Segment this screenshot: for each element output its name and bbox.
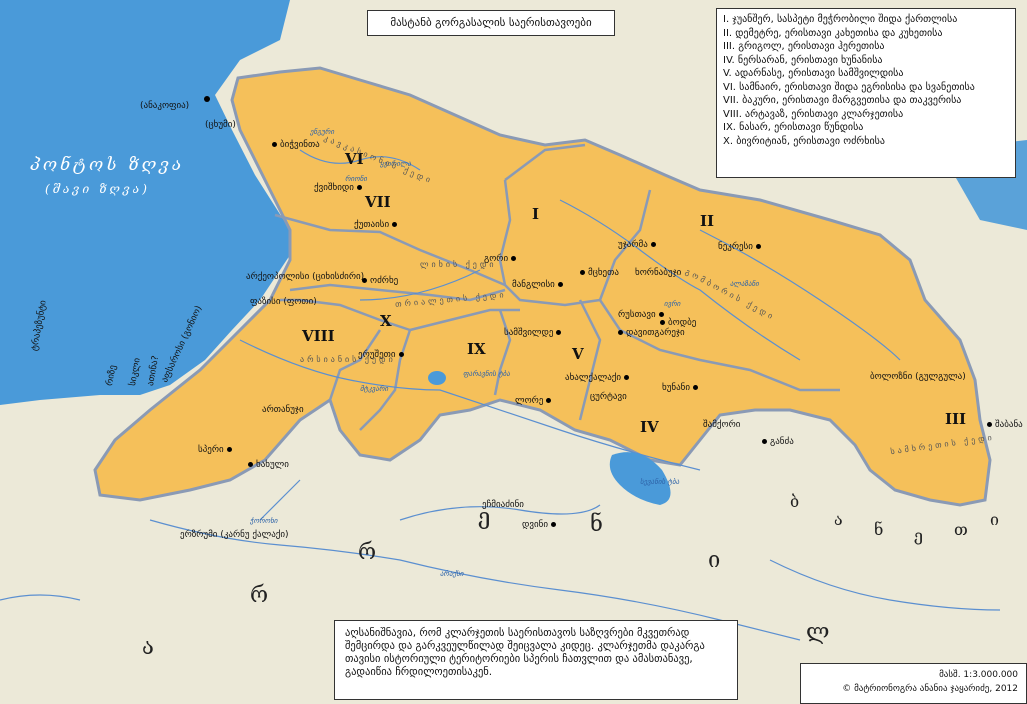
city-samshvilde: სამშვილდე (504, 328, 561, 338)
note-box: აღსანიშნავია, რომ კლარჯეთის საერისთავოს … (334, 620, 738, 700)
city-akhalkalaki: ახალქალაქი (565, 373, 629, 383)
city-rustavi: რუსთავი (618, 310, 664, 320)
city-kheresi: ხორნაბუჯი (635, 268, 682, 278)
city-shamkori: შამქორი (703, 420, 741, 430)
region-numeral-10: X (380, 312, 392, 330)
legend-item: III. გრიგოლ, ერისთავი ჰერეთისა (723, 41, 885, 52)
legend-item: V. ადარნასე, ერისთავი სამშვილდისა (723, 68, 904, 79)
land-letter: ლ (806, 620, 830, 645)
city-davitgareja: დავითგარეჯი (618, 328, 685, 338)
city-artanuji: ართანუჯი (262, 405, 304, 415)
legend-item: VII. ბაკური, ერისთავი მარგვეთისა და თაკვ… (723, 95, 962, 106)
land-letter: რ (250, 583, 269, 608)
region-numeral-3: III (945, 410, 967, 428)
city-echmiadzin: ეჩმიაძინი (482, 500, 524, 510)
lake-paravani (428, 371, 446, 385)
lake-sevan-label: სევანის ტბა (640, 478, 680, 486)
river-iori-label: ივრი (664, 300, 681, 308)
city-gori: გორი (484, 254, 516, 264)
land-letter: თ (954, 520, 968, 539)
lake-sevan (609, 452, 671, 505)
city-ujarma: უჯარმა (618, 240, 656, 250)
land-letter: ნ (590, 512, 603, 537)
city-erzurum: ერზრუმი (კარნუ ქალაქი) (180, 530, 289, 540)
mountain-likhi: ლიხის ქედი (420, 260, 497, 269)
land-letter: რ (358, 540, 377, 565)
river-mtkvari-label: მტკვარი (360, 385, 389, 393)
region-numeral-2: II (700, 212, 715, 230)
legend-item: X. ბივრიტიან, ერისთავი ოძრხისა (723, 135, 885, 147)
land-letter: ე (914, 526, 923, 545)
copyright-label: © მატრიონოგრა ანანია ჯაყარიძე, 2012 (842, 684, 1018, 694)
city-bichvinta: ბიჭვინთა (272, 140, 320, 150)
land-letter: ი (990, 510, 999, 529)
black-sea (0, 0, 290, 405)
city-khunani: ხუნანი (662, 383, 698, 393)
city-tskhumi: (ცხუმი) (205, 120, 236, 130)
legend-item: VI. სამნაირ, ერისთავი შიდა ეგრისისა და ს… (723, 81, 975, 93)
city-speri: სპერი (198, 445, 232, 455)
region-numeral-4: IV (640, 418, 659, 436)
city-lore: ლორე (515, 396, 551, 406)
city-erusheti: ერუშეთი (358, 350, 404, 360)
land-letter: ნ (874, 520, 884, 539)
river-rioni-label: რიონი (345, 175, 367, 183)
legend-item: IX. ნასარ, ერისთავი წუნდისა (723, 122, 864, 133)
lake-paravani-label: ფარავნის ტბა (463, 370, 510, 378)
region-numeral-1: I (532, 205, 540, 223)
mountain-arsiani: არსიანის ქედი (300, 355, 396, 364)
city-anakopia: (ანაკოფია) (140, 101, 190, 111)
river-chorokhi-label: ჭოროხი (250, 517, 278, 525)
scale-box: მასშ. 1:3.000.000 © მატრიონოგრა ანანია ჯ… (800, 663, 1027, 704)
land-letter: ბ (790, 492, 800, 511)
legend-box: I. ჯუანშერ, სასპეტი მეჭრობილი შიდა ქართლ… (716, 8, 1016, 178)
land-letter: ა (142, 635, 154, 660)
scale-label: მასშ. 1:3.000.000 (939, 670, 1018, 680)
rivers (0, 149, 1001, 641)
city-anakopia-dot (204, 96, 210, 102)
river-enguri-label: ენგური (310, 128, 335, 136)
legend-item: II. დემეტრე, ერისთავი კახეთისა და კუხეთი… (723, 27, 943, 39)
city-dvini: დვინი (522, 520, 556, 530)
city-nekresi: ნეკრესი (718, 242, 761, 252)
city-kapadokia: ბოლოზნი (გულგულა) (870, 372, 966, 382)
legend-item: I. ჯუანშერ, სასპეტი მეჭრობილი შიდა ქართლ… (723, 14, 958, 25)
city-okhvira: ოძრხე (362, 276, 398, 286)
region-numeral-7: VII (365, 193, 391, 211)
city-archaeopolis: არქეოპოლისი (ციხისძირი) (246, 272, 365, 282)
city-shabiskhevi: შაბანა (987, 420, 1023, 430)
city-ganja: განძა (762, 437, 794, 447)
land-letter: ი (708, 548, 721, 573)
river-alazani-label: ალაზანი (730, 280, 759, 288)
river-kvirila-label: ყვირილა (380, 160, 412, 168)
legend-item: IV. ნერსარან, ერისთავი ხუნანისა (723, 54, 883, 66)
region-numeral-5: V (572, 345, 584, 363)
city-tao-khakhuli: ხახული (248, 460, 289, 470)
city-phasis: ფაზისი (ფოთი) (250, 297, 317, 307)
sea-subname: (შავი ზღვა) (45, 182, 150, 196)
legend-item: VIII. არტავაზ, ერისთავი კლარჯეთისა (723, 108, 904, 120)
map-title: მასტანბ გორგასალის საერისთავოები (367, 10, 615, 36)
sea-name: პონტოს ზღვა (30, 155, 185, 175)
city-mtskheta: მცხეთა (580, 268, 619, 278)
city-manglisi: მანგლისი (512, 280, 563, 290)
land-letter: ა (834, 510, 843, 529)
city-tsurtavi: ცურტავი (590, 392, 627, 402)
region-numeral-9: IX (467, 340, 486, 358)
river-araks-label: არაქსი (440, 570, 464, 578)
land-letter: ე (478, 505, 491, 530)
city-kutatisi: ქუთაისი (354, 220, 397, 230)
region-numeral-6: VI (345, 150, 364, 168)
city-kvishkhiri: ქვიშხიდი (314, 183, 362, 193)
region-numeral-8: VIII (302, 327, 335, 345)
city-bodbe: ბოდბე (660, 318, 696, 328)
